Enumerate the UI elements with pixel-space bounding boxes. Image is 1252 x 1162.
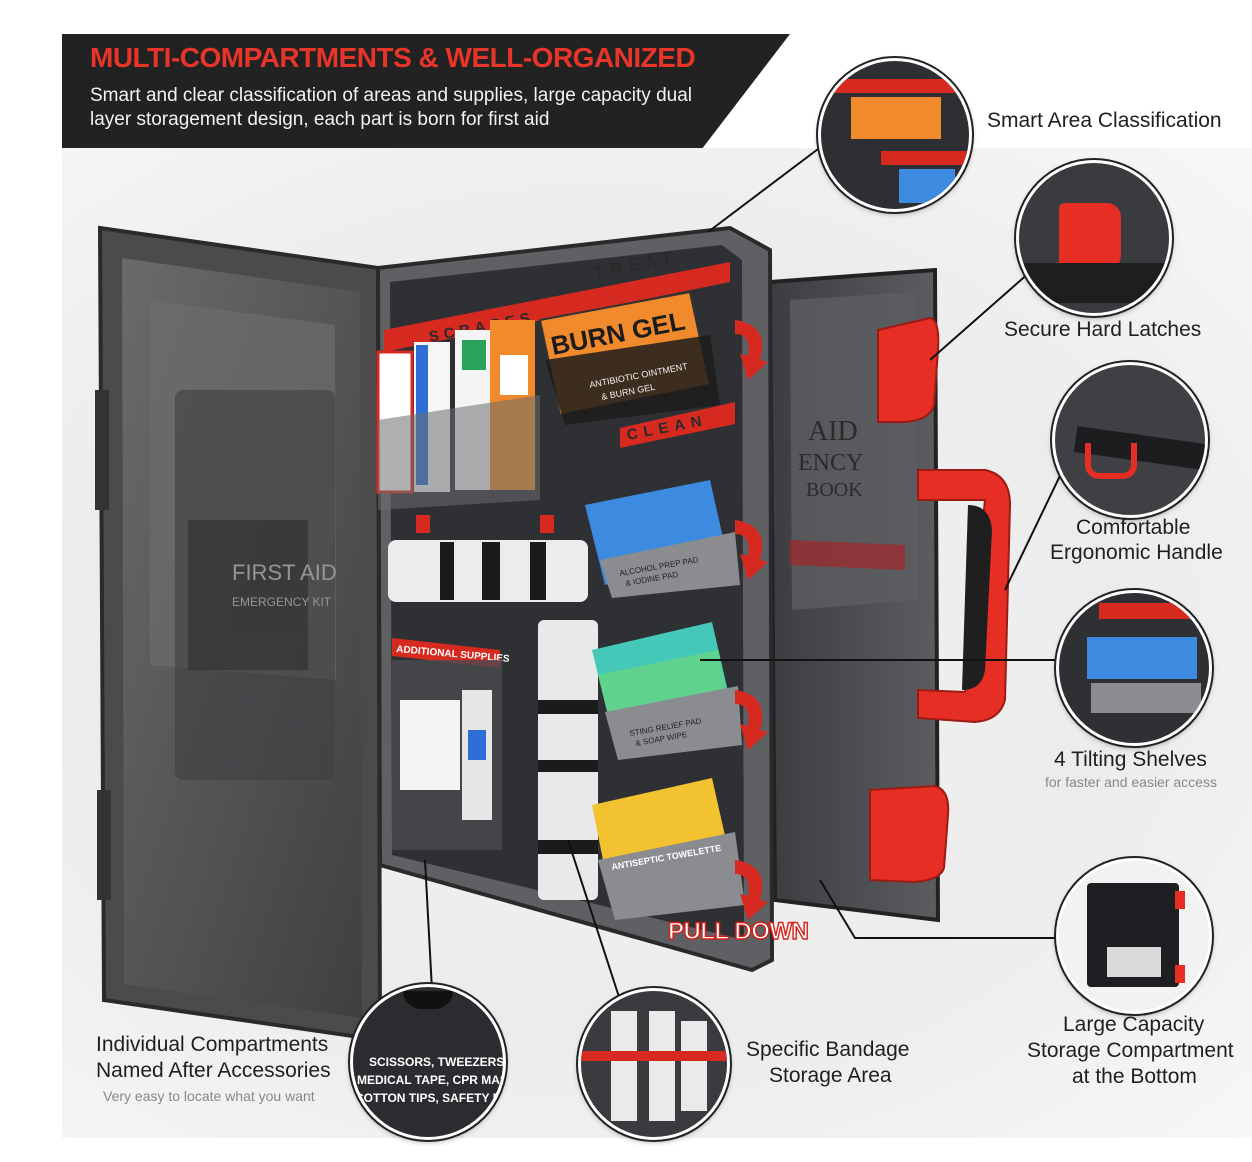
callout-latches: Secure Hard Latches [1004, 318, 1202, 341]
pull-down-label: PULL DOWN [667, 917, 809, 945]
zoom-text-line3: COTTON TIPS, SAFETY PINS [355, 1091, 506, 1105]
shelf-antiseptic: ANTISEPTIC TOWELETTE [592, 778, 745, 920]
upper-latch [877, 316, 940, 423]
door-booklet: FIRST AID EMERGENCY KIT [188, 520, 337, 670]
callout-smart-area: Smart Area Classification [987, 109, 1222, 132]
book-reflection-1: AID [808, 416, 858, 447]
callout-handle-line1: Comfortable [1076, 516, 1191, 539]
lower-latch [869, 784, 950, 884]
zoom-inset-bandage-area [578, 988, 730, 1140]
callout-shelves: 4 Tilting Shelves [1054, 748, 1207, 771]
callout-bandage-line2: Storage Area [769, 1064, 892, 1087]
callout-storage-line1: Large Capacity [1063, 1013, 1205, 1036]
shelf-sting-pads: STING RELIEF PAD & SOAP WIPE [592, 622, 742, 760]
bandage-roll-column [538, 620, 598, 900]
front-case: TREAT SCRAPES CLEAN BURN GEL ANTIBIOTIC … [375, 225, 775, 973]
callout-compartments-note: Very easy to locate what you want [103, 1088, 315, 1104]
zoom-inset-handle [1052, 362, 1208, 518]
callout-storage-line3: at the Bottom [1072, 1065, 1197, 1088]
zoom-inset-latch [1016, 160, 1172, 316]
booklet-title-reflection: FIRST AID [232, 560, 337, 585]
callout-compartments-line2: Named After Accessories [96, 1059, 331, 1082]
book-reflection-3: BOOK [806, 479, 863, 501]
pull-down-arrow-icon [735, 320, 768, 920]
zoom-inset-compartment-label: SCISSORS, TWEEZERS, MEDICAL TAPE, CPR MA… [350, 984, 506, 1140]
shelf-alcohol-pads: ALCOHOL PREP PAD & IODINE PAD [585, 480, 740, 598]
zoom-inset-shelves [1056, 590, 1212, 746]
booklet-subtitle-reflection: EMERGENCY KIT [232, 595, 332, 609]
header-banner [62, 34, 790, 148]
zoom-inset-smart-area [818, 58, 972, 212]
transparent-door: FIRST AID EMERGENCY KIT [95, 225, 383, 1043]
scrapes-bins [376, 320, 540, 510]
book-reflection-2: ENCY [798, 450, 863, 476]
additional-supplies-bins [392, 660, 502, 850]
callout-handle-line2: Ergonomic Handle [1050, 541, 1223, 564]
callout-storage-line2: Storage Compartment [1027, 1039, 1234, 1062]
callout-bandage-line1: Specific Bandage [746, 1038, 910, 1061]
tape-roll-row [388, 515, 588, 602]
callout-shelves-note: for faster and easier access [1045, 774, 1217, 790]
callout-compartments-line1: Individual Compartments [96, 1033, 329, 1056]
callout-leader-lines [424, 139, 1071, 1001]
zoom-inset-storage [1056, 858, 1212, 1014]
zoom-text-line2: MEDICAL TAPE, CPR MASK, [357, 1073, 506, 1087]
burn-gel-packet: BURN GEL ANTIBIOTIC OINTMENT & BURN GEL [538, 290, 720, 425]
zoom-text-line1: SCISSORS, TWEEZERS, [369, 1055, 506, 1069]
banner-subtitle: Smart and clear classification of areas … [90, 85, 692, 130]
banner-title: MULTI-COMPARTMENTS & WELL-ORGANIZED [90, 42, 696, 73]
